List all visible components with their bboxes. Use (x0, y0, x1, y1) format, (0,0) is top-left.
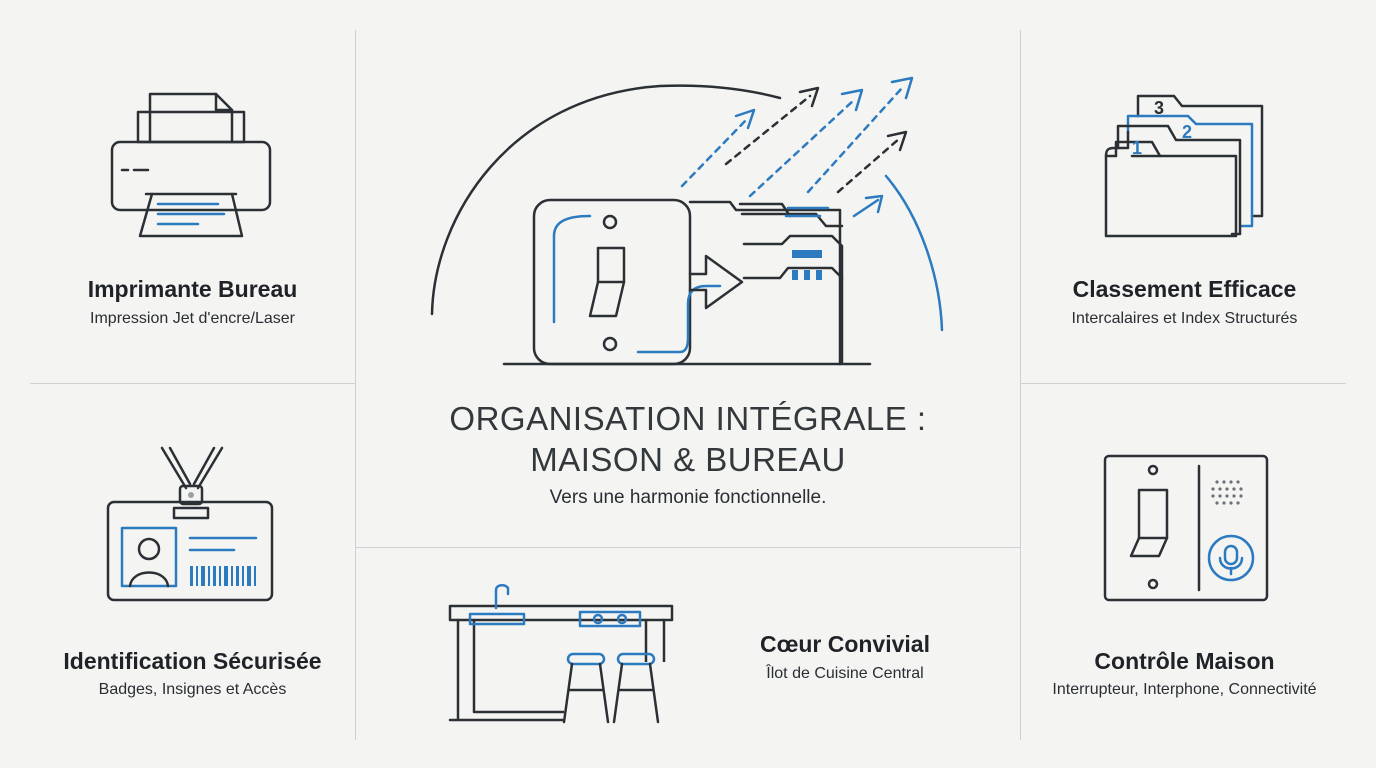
badge-card-title: Identification Sécurisée (63, 648, 322, 674)
main-subtitle: Vers une harmonie fonctionnelle. (549, 487, 827, 508)
central-hero-illustration (430, 76, 944, 366)
kitchen-card-subtitle: Îlot de Cuisine Central (766, 665, 924, 682)
divider-horizontal-right (1021, 383, 1346, 384)
printer-card-title: Imprimante Bureau (87, 276, 298, 302)
filing-card-subtitle: Intercalaires et Index Structurés (1071, 310, 1298, 327)
wall-switch-intercom-icon (1103, 454, 1269, 602)
divider-vertical-right (1020, 30, 1021, 740)
divider-vertical-left (355, 30, 356, 740)
filing-card-title: Classement Efficace (1072, 276, 1297, 302)
folder-tab-1-label: 1 (1132, 138, 1142, 158)
tabbed-folders-icon: 3 2 1 (1104, 94, 1264, 238)
kitchen-card-title: Cœur Convivial (760, 631, 930, 657)
main-title-line-2: MAISON & BUREAU (530, 441, 846, 478)
printer-card-subtitle: Impression Jet d'encre/Laser (90, 310, 295, 327)
divider-horizontal-center (356, 547, 1020, 548)
id-badge-icon (106, 446, 274, 602)
home-control-card-title: Contrôle Maison (1094, 648, 1275, 674)
printer-icon (110, 92, 272, 238)
badge-card-subtitle: Badges, Insignes et Accès (98, 681, 287, 698)
main-title-line-1: ORGANISATION INTÉGRALE : (449, 400, 927, 437)
folder-tab-3-label: 3 (1154, 98, 1164, 118)
kitchen-island-icon (448, 584, 704, 724)
home-control-card-subtitle: Interrupteur, Interphone, Connectivité (1052, 681, 1317, 698)
divider-horizontal-left (30, 383, 355, 384)
folder-tab-2-label: 2 (1182, 122, 1192, 142)
